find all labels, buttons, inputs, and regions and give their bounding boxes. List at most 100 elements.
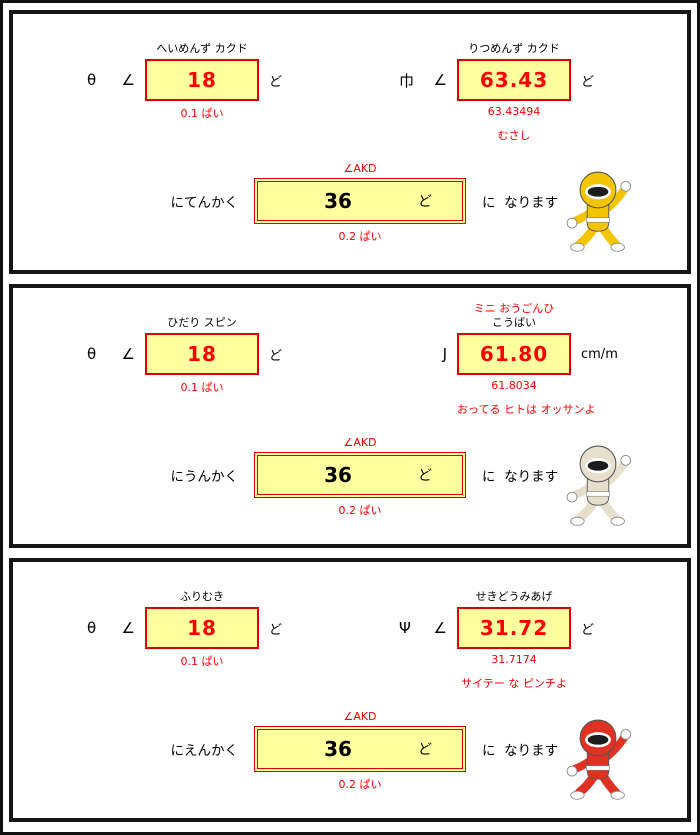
inputs-row: ふりむき θ ∠ 18 ど 0.1 ぱい せきどうみあげ Ψ ∠: [13, 574, 687, 690]
panel-plan-elevation: へいめんず カクド θ ∠ 18 ど 0.1 ぱい りつめんず カクド 巾 ∠: [9, 10, 691, 274]
boot-icon: [570, 516, 585, 526]
theta-input-cell[interactable]: 18: [145, 59, 259, 101]
result-row: ∠AKD にえんかく 36 ど に なります 0.2 ぱい: [13, 709, 687, 792]
result-unit: ど: [418, 468, 432, 484]
boot-icon: [570, 790, 585, 800]
visor: [587, 734, 609, 745]
angle-symbol: ∠: [121, 71, 135, 89]
result-pi-note: 0.2 ぱい: [338, 504, 382, 517]
elevation-angle-group: りつめんず カクド 巾 ∠ 63.43 ど 63.43494 むさし: [399, 26, 623, 142]
elevation-value: 63.43: [479, 68, 549, 92]
input-red-label: [145, 300, 259, 315]
theta-input-group: ふりむき θ ∠ 18 ど 0.1 ぱい: [87, 574, 311, 685]
theta-symbol: θ: [87, 345, 97, 363]
theta-value: 18: [187, 342, 217, 366]
result-prefix-text: にうんかく: [170, 469, 239, 485]
mnemonic-comment: おってる ヒトは オッサンよ: [457, 403, 596, 416]
input-label: ふりむき: [180, 590, 224, 603]
glove-icon: [620, 729, 632, 740]
theta-value: 18: [187, 616, 217, 640]
theta-input-group: ひだり スピン θ ∠ 18 ど 0.1 ぱい: [87, 300, 311, 411]
result-suffix-text: に なります: [482, 743, 559, 759]
input-label: ひだり スピン: [167, 316, 237, 329]
degree-unit-label: ど: [269, 348, 283, 364]
pi-fraction-note: 0.1 ぱい: [180, 655, 224, 668]
gradient-value-cell[interactable]: 61.80: [457, 333, 571, 375]
angle-symbol: ∠: [121, 345, 135, 363]
result-suffix-text: に なります: [482, 195, 559, 211]
result-value: 36: [324, 737, 352, 761]
golden-ratio-label: ミニ おうごんひ: [473, 302, 555, 315]
symbols: 巾 ∠: [399, 59, 457, 101]
pi-fraction-note: 0.1 ぱい: [180, 107, 224, 120]
result-value: 36: [324, 189, 352, 213]
panel-golden-gradient: ひだり スピン θ ∠ 18 ど 0.1 ぱい ミニ おうごんひ こうばい J: [9, 284, 691, 548]
symbols: Ψ ∠: [399, 607, 457, 649]
glove-icon: [566, 491, 578, 503]
comment: [145, 393, 259, 411]
symbols: θ ∠: [87, 607, 145, 649]
result-prefix-text: にてんかく: [170, 195, 239, 211]
input-red-label: [145, 26, 259, 41]
result-pi-note: 0.2 ぱい: [338, 778, 382, 791]
degree-unit-label: ど: [581, 74, 595, 90]
result-row: ∠AKD にてんかく 36 ど に なります 0.2 ぱい: [13, 161, 687, 244]
ranger-figure-icon: [566, 719, 632, 800]
psi-value-cell[interactable]: 31.72: [457, 607, 571, 649]
boot-icon: [570, 242, 585, 252]
degree-unit-label: ど: [269, 622, 283, 638]
visor: [587, 460, 609, 471]
comment: [145, 667, 259, 685]
degree-unit-label: ど: [581, 622, 595, 638]
precise-value-note: 31.7174: [491, 653, 537, 666]
result-prefix-text: にえんかく: [170, 743, 239, 759]
psi-angle-group: せきどうみあげ Ψ ∠ 31.72 ど 31.7174 サイテー な ピンチよ: [399, 574, 623, 690]
boot-icon: [610, 790, 625, 800]
belt: [586, 217, 610, 223]
comment: [145, 119, 259, 137]
result-pi-note: 0.2 ぱい: [338, 230, 382, 243]
boot-icon: [610, 516, 625, 526]
angle-symbol: ∠: [433, 71, 447, 89]
input-red-label: [457, 574, 571, 589]
result-angle-label: ∠AKD: [343, 162, 377, 175]
theta-value: 18: [187, 68, 217, 92]
theta-input-cell[interactable]: 18: [145, 333, 259, 375]
red-ranger-mascot: [553, 712, 643, 806]
psi-value: 31.72: [479, 616, 549, 640]
theta-input-cell[interactable]: 18: [145, 607, 259, 649]
input-label: りつめんず カクド: [468, 42, 560, 55]
input-red-label: [457, 26, 571, 41]
mnemonic-comment: サイテー な ピンチよ: [461, 677, 567, 690]
result-row: ∠AKD にうんかく 36 ど に なります 0.2 ぱい: [13, 435, 687, 518]
inputs-row: へいめんず カクド θ ∠ 18 ど 0.1 ぱい りつめんず カクド 巾 ∠: [13, 26, 687, 142]
psi-symbol: Ψ: [399, 619, 411, 637]
elevation-value-cell[interactable]: 63.43: [457, 59, 571, 101]
gradient-value: 61.80: [479, 342, 549, 366]
precise-value-note: 61.8034: [491, 379, 537, 392]
result-angle-label: ∠AKD: [343, 436, 377, 449]
ranger-figure-icon: [566, 445, 632, 526]
theta-symbol: θ: [87, 619, 97, 637]
cm-per-m-unit-label: cm/m: [581, 346, 618, 362]
symbols: J: [399, 333, 457, 375]
glove-icon: [620, 455, 632, 466]
yellow-ranger-mascot: [553, 164, 643, 258]
visor: [587, 186, 609, 197]
result-cell[interactable]: 36 ど: [254, 452, 466, 498]
mnemonic-comment: むさし: [497, 129, 531, 142]
belt: [586, 491, 610, 497]
belt: [586, 765, 610, 771]
gradient-group: ミニ おうごんひ こうばい J 61.80 cm/m 61.8034 おってる …: [399, 300, 623, 416]
theta-input-group: へいめんず カクド θ ∠ 18 ど 0.1 ぱい: [87, 26, 311, 137]
result-suffix-text: に なります: [482, 469, 559, 485]
degree-unit-label: ど: [269, 74, 283, 90]
result-cell[interactable]: 36 ど: [254, 726, 466, 772]
result-unit: ど: [418, 194, 432, 210]
result-cell[interactable]: 36 ど: [254, 178, 466, 224]
boot-icon: [610, 242, 625, 252]
j-symbol: J: [442, 345, 447, 363]
symbols: θ ∠: [87, 59, 145, 101]
input-label: せきどうみあげ: [475, 590, 553, 603]
